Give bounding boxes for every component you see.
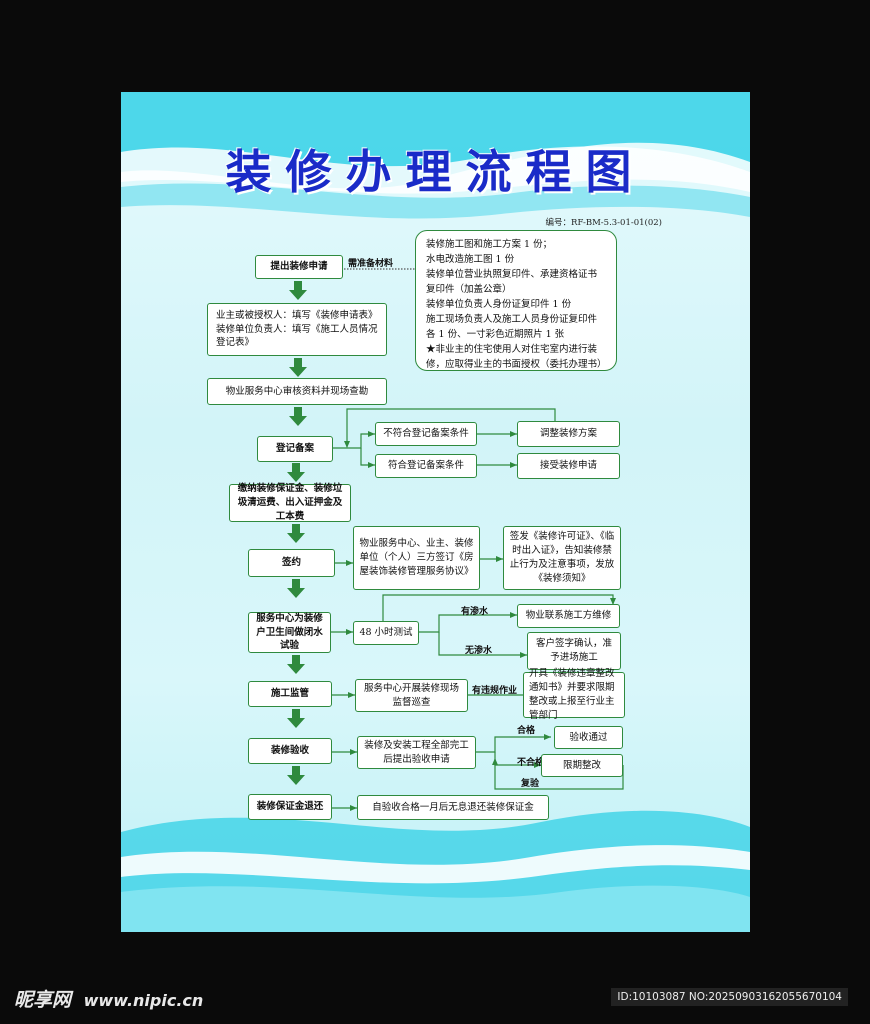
arrow-down-3 [289, 407, 307, 426]
poster: 装修办理流程图 编号：RF-BM-5.3-01-01(02) [121, 92, 750, 932]
arrow-down-5 [287, 524, 305, 543]
arrow-down-6 [287, 579, 305, 598]
supervision-patrol: 服务中心开展装修现场监督巡查 [355, 679, 468, 712]
site-url: www.nipic.cn [83, 991, 204, 1010]
registration-fail: 不符合登记备案条件 [375, 422, 477, 446]
materials-line: ★非业主的住宅使用人对住宅室内进行装修，应取得业主的书面授权（委托办理书） [426, 344, 607, 370]
contract-parties: 物业服务中心、业主、装修单位（个人）三方签订《房屋装饰装修管理服务协议》 [353, 526, 480, 590]
step-sign-contract: 签约 [248, 549, 335, 577]
acceptance-recheck-label: 复验 [521, 779, 540, 789]
arrow-down-4 [287, 463, 305, 482]
water-test-48h: 48 小时测试 [353, 621, 419, 645]
acceptance-pass-label: 合格 [517, 726, 536, 736]
materials-line: 装修单位营业执照复印件、承建资格证书复印件（加盖公章） [426, 269, 598, 295]
step-pay-deposits: 缴纳装修保证金、装修垃圾清运费、出入证押金及工本费 [229, 483, 351, 522]
step-registration: 登记备案 [257, 436, 333, 462]
materials-line: 装修施工图和施工方案 1 份； [426, 239, 553, 250]
step-submit-application: 提出装修申请 [255, 255, 343, 279]
materials-label: 需准备材料 [348, 259, 394, 269]
connector-lines [320, 268, 624, 811]
registration-fail-action: 调整装修方案 [517, 421, 620, 447]
water-test-leak-label: 有渗水 [461, 607, 489, 617]
supervision-violation-action: 开具《装修违章整改通知书》并要求限期整改或上报至行业主管部门 [523, 668, 625, 721]
contract-issue: 签发《装修许可证》、《临时出入证》，告知装修禁止行为及注意事项，发放《装修须知》 [503, 526, 621, 590]
registration-pass-action: 接受装修申请 [517, 453, 620, 479]
materials-line: 装修单位负责人身份证复印件 1 份 [426, 299, 572, 310]
step-acceptance: 装修验收 [248, 738, 332, 764]
supervision-violation-label: 有违规作业 [472, 686, 518, 696]
step-water-test: 服务中心为装修户卫生间做闭水试验 [248, 612, 331, 653]
step-review-inspect: 物业服务中心审核资料并现场查勘 [207, 378, 387, 405]
image-id: ID:10103087 NO:20250903162055670104 [611, 988, 848, 1006]
materials-list: 装修施工图和施工方案 1 份； 水电改造施工图 1 份 装修单位营业执照复印件、… [415, 230, 617, 371]
acceptance-pass-action: 验收通过 [554, 726, 623, 749]
materials-line: 水电改造施工图 1 份 [426, 254, 515, 265]
water-test-noleak-action: 客户签字确认，准予进场施工 [527, 632, 621, 670]
arrow-down-7 [287, 655, 305, 674]
brand-logo-text: 昵享网 [14, 989, 72, 1011]
arrow-down-9 [287, 766, 305, 785]
acceptance-apply: 装修及安装工程全部完工后提出验收申请 [357, 736, 476, 769]
acceptance-fail-label: 不合格 [517, 758, 545, 768]
water-test-leak-action: 物业联系施工方维修 [517, 604, 620, 628]
site-watermark: 昵享网 www.nipic.cn [14, 985, 203, 1012]
acceptance-fail-action: 限期整改 [541, 754, 623, 777]
step-refund-deposit: 装修保证金退还 [248, 794, 332, 820]
materials-line: 施工现场负责人及施工人员身份证复印件各 1 份、一寸彩色近期照片 1 张 [426, 314, 598, 340]
arrow-down-8 [287, 709, 305, 728]
step-fill-forms: 业主或被授权人：填写《装修申请表》 装修单位负责人：填写《施工人员情况登记表》 [207, 303, 387, 356]
wave-background [121, 92, 750, 932]
registration-pass: 符合登记备案条件 [375, 454, 477, 478]
refund-text: 自验收合格一月后无息退还装修保证金 [357, 795, 549, 820]
arrow-down-2 [289, 358, 307, 377]
document-code: 编号：RF-BM-5.3-01-01(02) [545, 218, 662, 228]
poster-title: 装修办理流程图 [225, 145, 646, 199]
arrow-down-1 [289, 281, 307, 300]
step-supervision: 施工监管 [248, 681, 332, 707]
water-test-noleak-label: 无渗水 [465, 646, 493, 656]
